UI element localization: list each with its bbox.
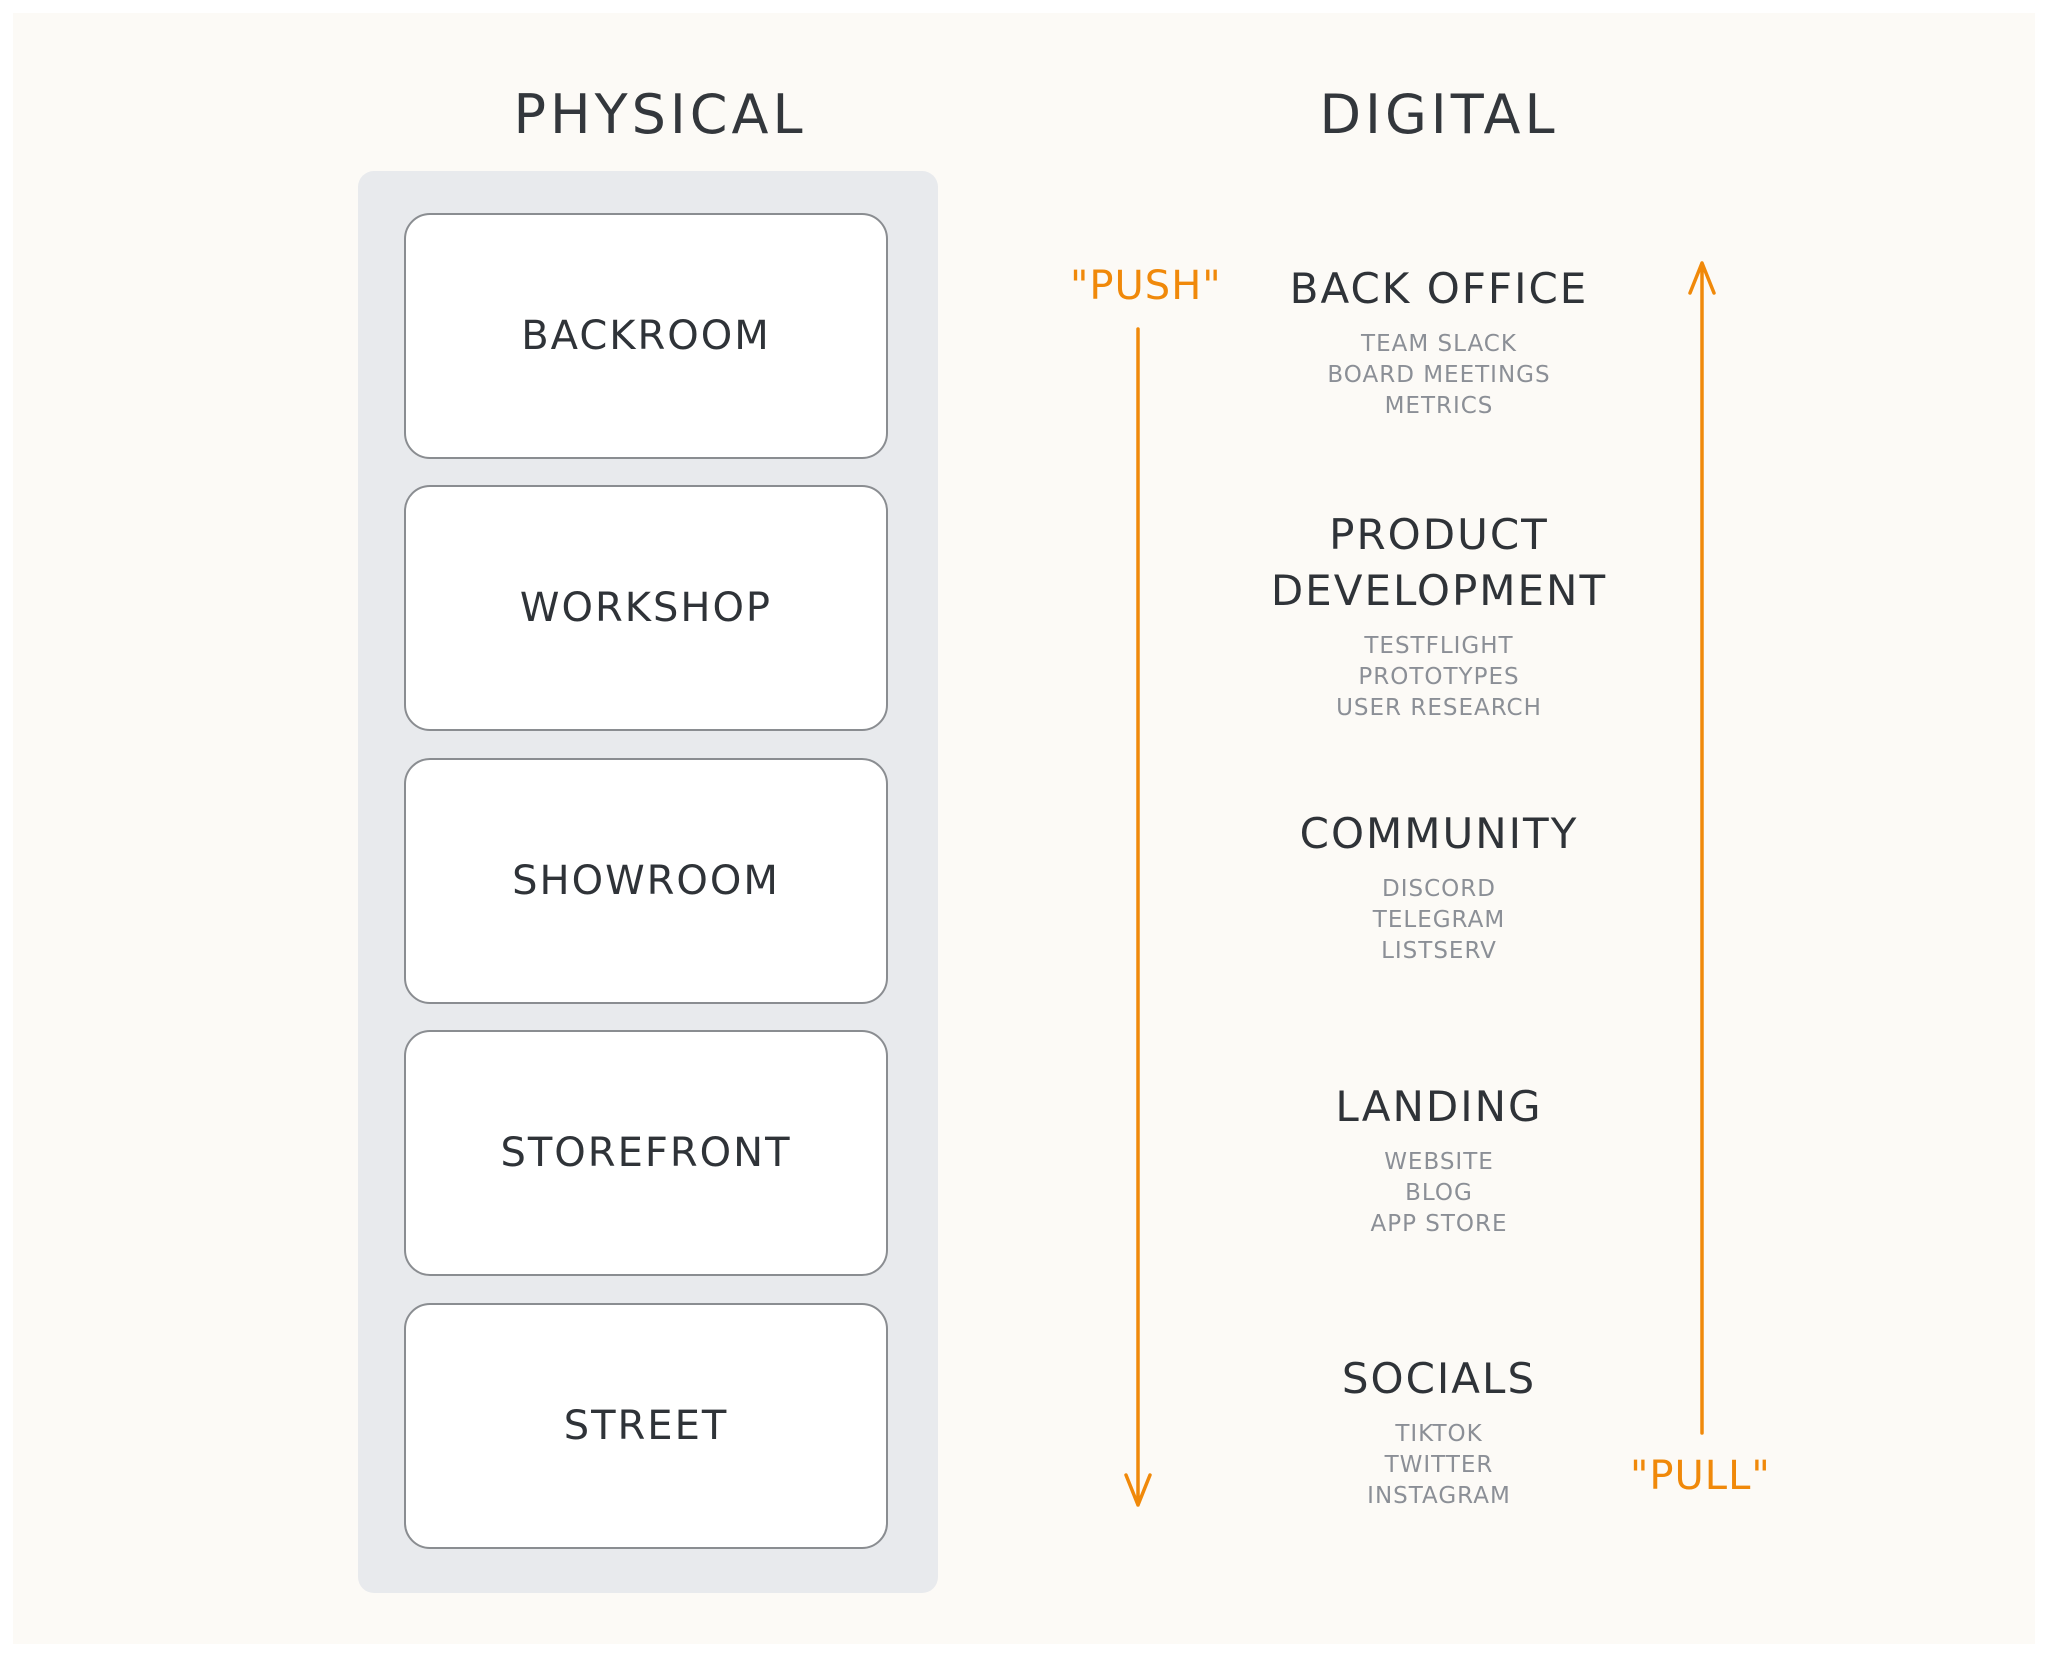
layer-item: INSTAGRAM <box>1367 1483 1511 1509</box>
layer-item: BOARD MEETINGS <box>1327 362 1551 388</box>
room-storefront: STOREFRONT <box>404 1030 888 1276</box>
layer-items: TESTFLIGHT PROTOTYPES USER RESEARCH <box>1159 631 1719 724</box>
layer-item: TELEGRAM <box>1372 907 1506 933</box>
layer-title: COMMUNITY <box>1299 809 1579 858</box>
layer-item: WEBSITE <box>1384 1149 1494 1175</box>
room-backroom: BACKROOM <box>404 213 888 459</box>
room-label: STREET <box>563 1403 729 1449</box>
room-label: BACKROOM <box>521 313 771 359</box>
layer-back-office: BACK OFFICE TEAM SLACK BOARD MEETINGS ME… <box>1189 261 1689 422</box>
flow-arrows <box>1124 261 1716 1507</box>
layer-items: DISCORD TELEGRAM LISTSERV <box>1189 874 1689 967</box>
layer-landing: LANDING WEBSITE BLOG APP STORE <box>1189 1079 1689 1240</box>
layer-item: LISTSERV <box>1381 938 1497 964</box>
layer-item: APP STORE <box>1370 1211 1508 1237</box>
room-label: SHOWROOM <box>512 858 780 904</box>
push-arrow-down-icon <box>1124 327 1152 1507</box>
layer-item: TIKTOK <box>1395 1421 1483 1447</box>
layer-title: SOCIALS <box>1341 1354 1537 1403</box>
layer-title: LANDING <box>1335 1082 1543 1131</box>
layer-item: PROTOTYPES <box>1358 664 1520 690</box>
room-label: WORKSHOP <box>519 585 773 631</box>
layer-product-development: PRODUCT DEVELOPMENT TESTFLIGHT PROTOTYPE… <box>1159 507 1719 724</box>
layer-items: TIKTOK TWITTER INSTAGRAM <box>1189 1419 1689 1512</box>
layer-item: METRICS <box>1384 393 1494 419</box>
digital-column-title: DIGITAL <box>1319 83 1559 146</box>
layer-items: WEBSITE BLOG APP STORE <box>1189 1147 1689 1240</box>
room-workshop: WORKSHOP <box>404 485 888 731</box>
layer-socials: SOCIALS TIKTOK TWITTER INSTAGRAM <box>1189 1351 1689 1512</box>
pull-label: "PULL" <box>1630 1453 1771 1499</box>
layer-item: TEAM SLACK <box>1361 331 1517 357</box>
pull-arrow-up-icon <box>1688 261 1716 1435</box>
room-street: STREET <box>404 1303 888 1549</box>
layer-community: COMMUNITY DISCORD TELEGRAM LISTSERV <box>1189 806 1689 967</box>
room-label: STOREFRONT <box>500 1130 792 1176</box>
layer-item: BLOG <box>1405 1180 1473 1206</box>
layer-item: USER RESEARCH <box>1336 695 1542 721</box>
layer-title: PRODUCT DEVELOPMENT <box>1270 510 1608 615</box>
room-showroom: SHOWROOM <box>404 758 888 1004</box>
layer-item: TESTFLIGHT <box>1364 633 1514 659</box>
physical-column-title: PHYSICAL <box>513 83 807 146</box>
layer-item: DISCORD <box>1382 876 1496 902</box>
layer-items: TEAM SLACK BOARD MEETINGS METRICS <box>1189 329 1689 422</box>
diagram-canvas: PHYSICAL DIGITAL BACKROOM WORKSHOP SHOWR… <box>13 13 2035 1644</box>
push-label: "PUSH" <box>1070 263 1222 309</box>
layer-title: BACK OFFICE <box>1289 264 1589 313</box>
layer-item: TWITTER <box>1384 1452 1494 1478</box>
